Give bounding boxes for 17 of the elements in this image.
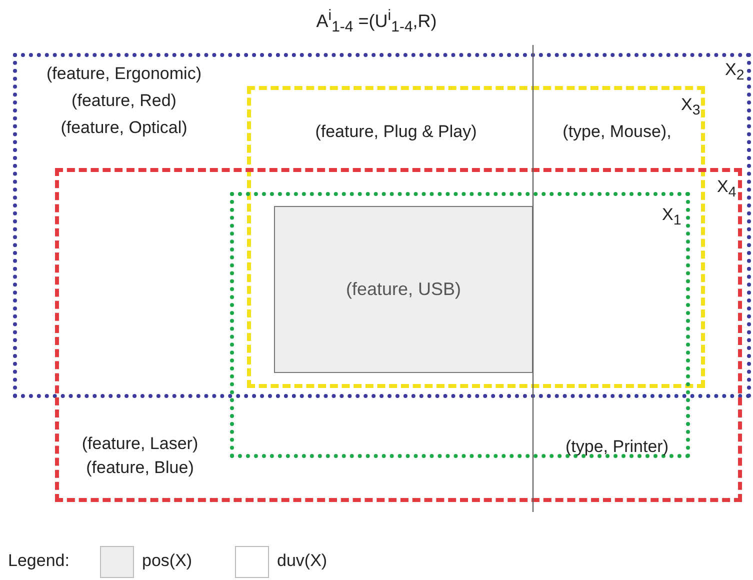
legend-title: Legend: bbox=[8, 551, 70, 571]
set-label: X$_{3}$ bbox=[681, 96, 700, 120]
label-text: (type, Mouse), bbox=[562, 122, 672, 142]
label-text: (feature, Laser) bbox=[82, 434, 198, 454]
label-text: (feature, Plug & Play) bbox=[315, 122, 477, 142]
shaded-box: (feature, USB) bbox=[274, 206, 533, 373]
legend-label: pos(X) bbox=[142, 551, 192, 571]
set-label: X$_{1}$ bbox=[662, 206, 682, 230]
label-text: (feature, Red) bbox=[72, 91, 176, 111]
label-text: (feature, Optical) bbox=[60, 118, 188, 138]
set-label: X$_{2}$ bbox=[725, 61, 744, 84]
set-label: X$_{4}$ bbox=[717, 178, 736, 202]
title: A$^{i}$$_{1-4}$ =(U$^{i}$$_{1-4}$,R) bbox=[316, 11, 437, 31]
legend-label: duv(X) bbox=[277, 551, 328, 571]
label-text: (feature, Blue) bbox=[86, 458, 194, 478]
label-text: (feature, Ergonomic) bbox=[46, 64, 202, 84]
label-text: (type, Printer) bbox=[566, 437, 668, 457]
